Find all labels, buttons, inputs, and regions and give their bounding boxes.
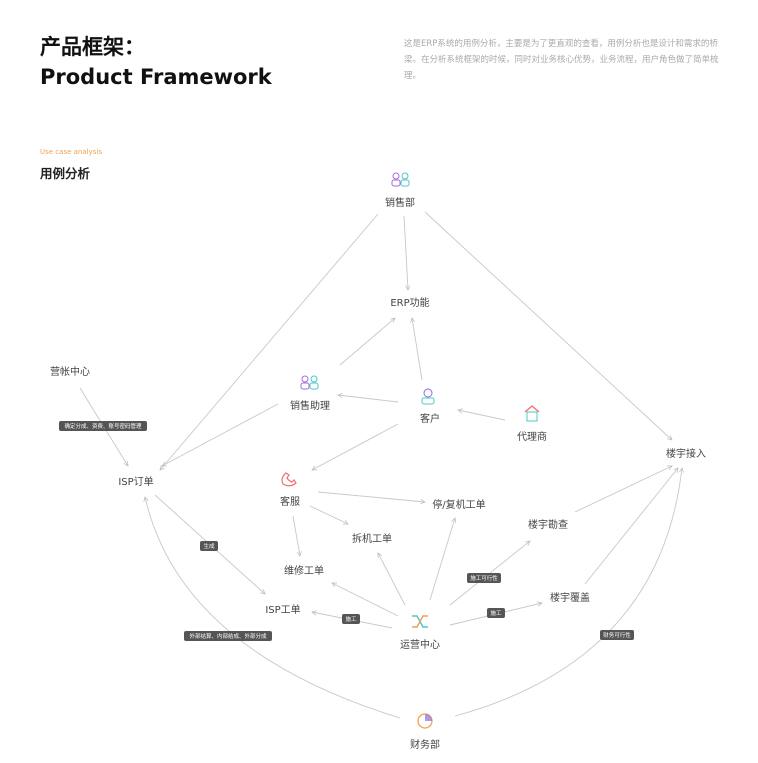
nodes: 销售部 ERP功能 营帐中心 销售助理 客户 代理商 楼宇接入 ISP订单 客服… <box>50 196 706 751</box>
edge-label: 施工可行性 <box>467 573 501 583</box>
edge <box>584 468 678 585</box>
edge-labels: 确定分成、资费、账号密码管理 生成 施工 施工可行性 施工 外部结算、内部结成、… <box>59 421 634 641</box>
edge <box>412 318 423 381</box>
node-isp-work: ISP工单 <box>265 604 300 616</box>
edge-label: 施工 <box>487 608 505 618</box>
edge <box>339 318 395 366</box>
node-dismantle: 拆机工单 <box>352 532 392 545</box>
shuffle-icon <box>412 615 428 628</box>
edge <box>312 423 399 471</box>
edge <box>429 518 455 601</box>
edge <box>424 211 672 440</box>
edge-label: 生成 <box>200 541 218 551</box>
page-title: 产品框架： Product Framework <box>40 32 272 92</box>
svg-text:生成: 生成 <box>203 542 215 550</box>
node-suspend: 停/复机工单 <box>432 498 485 511</box>
edge <box>309 505 348 524</box>
node-ops: 运营中心 <box>400 638 440 651</box>
edge <box>338 395 399 403</box>
title-cn: 产品框架： <box>40 35 145 59</box>
edge-label: 外部结算、内部结成、外部分成 <box>184 631 272 641</box>
edge <box>458 410 506 421</box>
section-subtitle: Use case analysis <box>40 148 102 156</box>
icons <box>281 172 540 729</box>
node-isp-order: ISP订单 <box>118 476 153 488</box>
node-sales-assist: 销售助理 <box>290 399 330 412</box>
edge-label: 确定分成、资费、账号密码管理 <box>59 421 147 431</box>
node-erp: ERP功能 <box>390 296 429 309</box>
user-icon <box>421 388 435 405</box>
people-icon <box>391 172 410 187</box>
svg-text:财务可行性: 财务可行性 <box>603 631 631 639</box>
node-customer: 客户 <box>420 412 440 425</box>
edges <box>79 211 682 719</box>
pie-chart-icon <box>417 713 433 729</box>
edge-label: 施工 <box>342 614 360 624</box>
house-icon <box>524 405 540 422</box>
edge <box>403 215 408 290</box>
edge <box>377 553 406 606</box>
node-repair: 维修工单 <box>284 564 324 577</box>
title-en: Product Framework <box>40 65 272 89</box>
edge <box>317 491 425 502</box>
node-finance: 财务部 <box>410 738 440 751</box>
svg-text:施工可行性: 施工可行性 <box>470 574 498 582</box>
node-coverage: 楼宇覆盖 <box>550 591 590 604</box>
edge <box>162 403 279 467</box>
edge <box>292 515 300 556</box>
edge <box>145 497 401 719</box>
node-service: 客服 <box>280 495 300 508</box>
svg-text:施工: 施工 <box>490 609 502 617</box>
node-survey: 楼宇勘查 <box>528 518 568 531</box>
section-title: 用例分析 <box>40 166 91 181</box>
node-agent: 代理商 <box>517 430 547 443</box>
phone-icon <box>281 472 297 487</box>
svg-text:施工: 施工 <box>345 615 357 623</box>
edge-label: 财务可行性 <box>600 630 634 640</box>
people-icon <box>300 375 319 390</box>
svg-text:确定分成、资费、账号密码管理: 确定分成、资费、账号密码管理 <box>64 422 142 430</box>
svg-text:外部结算、内部结成、外部分成: 外部结算、内部结成、外部分成 <box>189 632 267 640</box>
edge <box>454 468 682 717</box>
edge <box>574 466 672 513</box>
node-building-access: 楼宇接入 <box>666 447 706 460</box>
description: 这是ERP系统的用例分析，主要是为了更直观的查看，用例分析也是设计和需求的桥梁。… <box>404 39 719 81</box>
edge <box>160 213 379 470</box>
node-sales: 销售部 <box>385 196 415 209</box>
node-billing: 营帐中心 <box>50 365 90 378</box>
edge <box>332 582 399 617</box>
